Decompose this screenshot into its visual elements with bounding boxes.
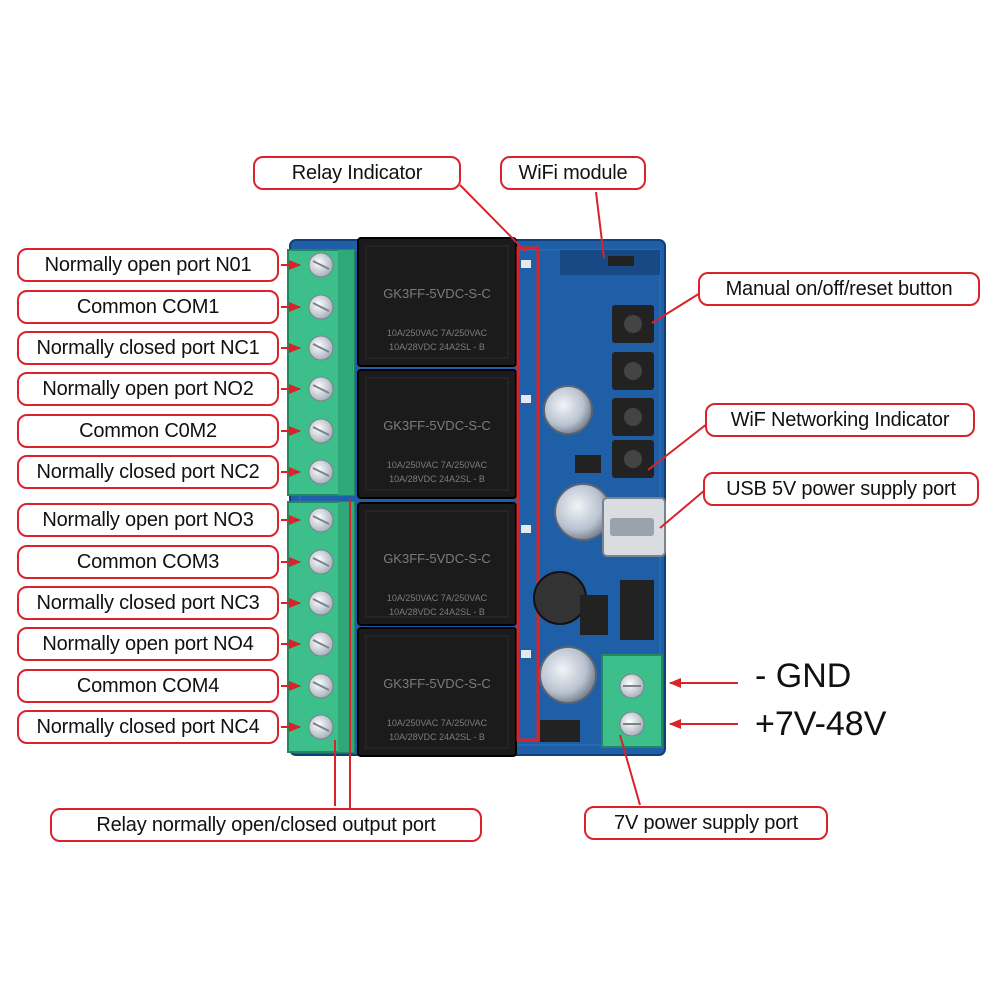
relay-text: 10A/250VAC 7A/250VAC	[387, 593, 488, 603]
terminal-label: Common COM1	[17, 290, 279, 324]
relay	[357, 237, 517, 367]
relay-text: 10A/28VDC 24A2SL - B	[389, 474, 485, 484]
terminal-label: Normally closed port NC3	[17, 586, 279, 620]
relay-text: GK3FF-5VDC-S-C	[383, 676, 491, 691]
relay-text: 10A/28VDC 24A2SL - B	[389, 732, 485, 742]
relay-output-port-label: Relay normally open/closed output port	[50, 808, 482, 842]
manual-buttons	[612, 305, 654, 478]
capacitors	[533, 385, 612, 704]
terminal-label: Normally open port NO4	[17, 627, 279, 661]
terminal-label: Common COM4	[17, 669, 279, 703]
relay-text: 10A/28VDC 24A2SL - B	[389, 342, 485, 352]
relay-indicator-label: Relay Indicator	[253, 156, 461, 190]
manual-button-label: Manual on/off/reset button	[698, 272, 980, 306]
terminal-label: Common COM3	[17, 545, 279, 579]
wifi-networking-indicator-label: WiF Networking Indicator	[705, 403, 975, 437]
relay	[357, 502, 517, 626]
relay-text: GK3FF-5VDC-S-C	[383, 286, 491, 301]
relay	[357, 627, 517, 757]
relay-text: 10A/250VAC 7A/250VAC	[387, 328, 488, 338]
relay-text: 10A/250VAC 7A/250VAC	[387, 718, 488, 728]
terminal-label: Common C0M2	[17, 414, 279, 448]
terminal-label: Normally open port NO3	[17, 503, 279, 537]
gnd-label: - GND	[755, 657, 852, 695]
vin-label: +7V-48V	[755, 705, 887, 743]
relay-text: GK3FF-5VDC-S-C	[383, 418, 491, 433]
relay-text: 10A/28VDC 24A2SL - B	[389, 607, 485, 617]
usb-port-label: USB 5V power supply port	[703, 472, 979, 506]
power-supply-port-label: 7V power supply port	[584, 806, 828, 840]
relay	[357, 369, 517, 499]
terminal-label: Normally closed port NC2	[17, 455, 279, 489]
terminal-label: Normally closed port NC4	[17, 710, 279, 744]
relay-text: 10A/250VAC 7A/250VAC	[387, 460, 488, 470]
terminal-label: Normally open port NO2	[17, 372, 279, 406]
terminal-label: Normally closed port NC1	[17, 331, 279, 365]
relay-text: GK3FF-5VDC-S-C	[383, 551, 491, 566]
relay-indicator-strip	[516, 246, 540, 742]
wifi-module-label: WiFi module	[500, 156, 646, 190]
terminal-label: Normally open port N01	[17, 248, 279, 282]
